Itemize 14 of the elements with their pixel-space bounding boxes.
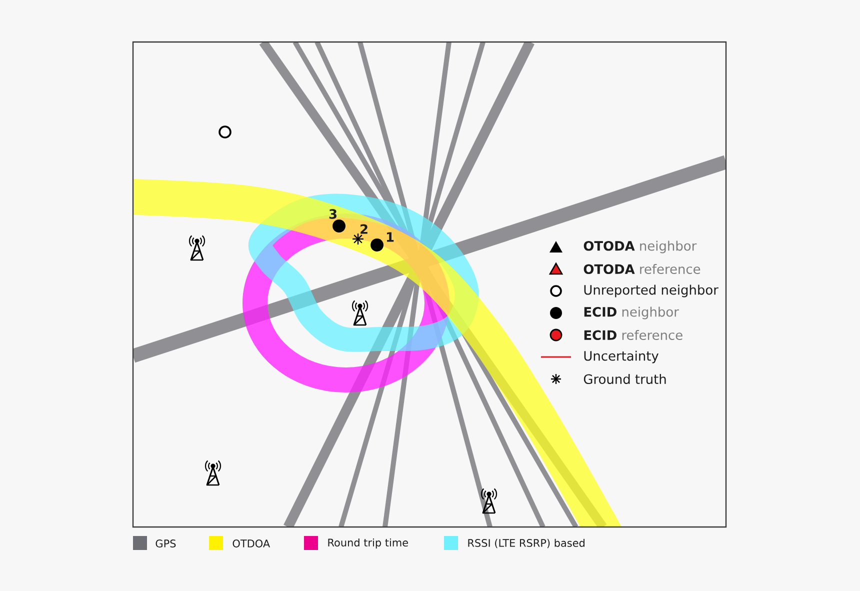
legend-text: ECID neighbor — [584, 306, 679, 320]
point-label: 1 — [386, 232, 394, 242]
legend-text: Unreported neighbor — [584, 284, 718, 298]
legend-text: OTODA neighbor — [584, 240, 697, 254]
point-label: 3 — [329, 209, 336, 219]
legend-text: Ground truth — [584, 374, 666, 384]
legend-text: OTDOA — [232, 540, 270, 548]
legend-text: RSSI (LTE RSRP) based — [468, 538, 584, 548]
legend-text: ECID reference — [584, 330, 682, 340]
legend-text: OTODA reference — [584, 264, 700, 274]
legend-text: Round trip time — [328, 538, 408, 549]
point-label: 2 — [360, 224, 368, 234]
legend-text: Uncertainty — [584, 350, 658, 364]
legend-text: GPS — [156, 540, 176, 548]
